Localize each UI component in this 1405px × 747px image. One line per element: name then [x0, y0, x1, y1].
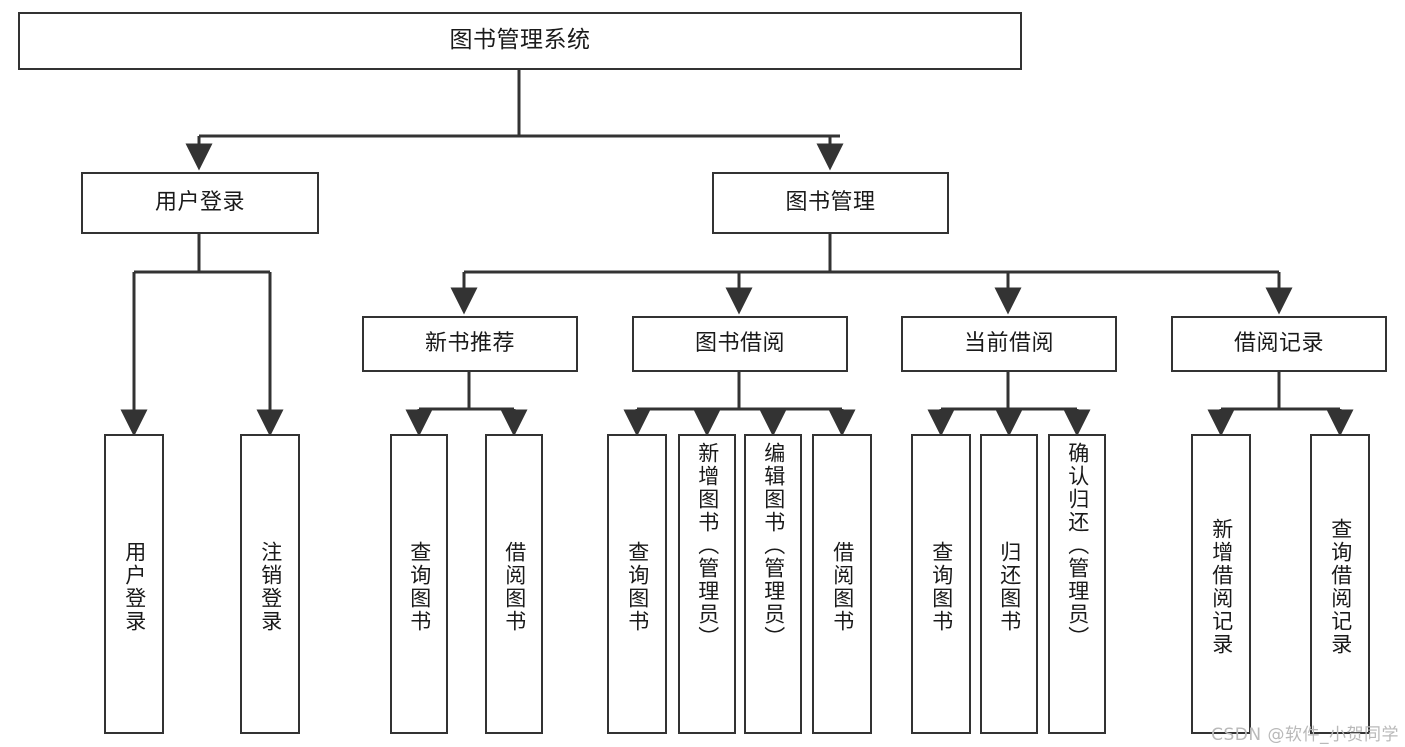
- node-user-login[interactable]: 用户登录: [81, 172, 319, 234]
- leaf-newbook-borrow-book[interactable]: 借阅图书: [485, 434, 543, 734]
- leaf-borrow-edit-book-label: 编辑图书（管理员）: [761, 442, 786, 649]
- leaf-current-query-book-label: 查询图书: [929, 541, 954, 633]
- leaf-current-return-book[interactable]: 归还图书: [980, 434, 1038, 734]
- node-book-borrow-label: 图书借阅: [694, 331, 785, 357]
- node-borrow-records-label: 借阅记录: [1233, 331, 1324, 357]
- node-book-manage[interactable]: 图书管理: [712, 172, 949, 234]
- leaf-newbook-query-book-label: 查询图书: [407, 541, 432, 633]
- node-current-borrow-label: 当前借阅: [963, 331, 1054, 357]
- leaf-user-login[interactable]: 用户登录: [104, 434, 164, 734]
- node-book-borrow[interactable]: 图书借阅: [632, 316, 848, 372]
- leaf-newbook-borrow-book-label: 借阅图书: [502, 541, 527, 633]
- leaf-logout[interactable]: 注销登录: [240, 434, 300, 734]
- leaf-newbook-query-book[interactable]: 查询图书: [390, 434, 448, 734]
- watermark: CSDN @软件_小贺同学: [1211, 725, 1399, 745]
- leaf-borrow-query-book[interactable]: 查询图书: [607, 434, 667, 734]
- leaf-borrow-edit-book[interactable]: 编辑图书（管理员）: [744, 434, 802, 734]
- leaf-logout-label: 注销登录: [258, 541, 283, 633]
- leaf-borrow-add-book-label: 新增图书（管理员）: [695, 442, 720, 649]
- leaf-current-confirm-return[interactable]: 确认归还（管理员）: [1048, 434, 1106, 734]
- node-borrow-records[interactable]: 借阅记录: [1171, 316, 1387, 372]
- node-new-book-recommend-label: 新书推荐: [424, 331, 515, 357]
- leaf-borrow-add-book[interactable]: 新增图书（管理员）: [678, 434, 736, 734]
- node-new-book-recommend[interactable]: 新书推荐: [362, 316, 578, 372]
- node-root-label: 图书管理系统: [449, 27, 591, 54]
- leaf-records-query-record-label: 查询借阅记录: [1328, 518, 1353, 656]
- node-current-borrow[interactable]: 当前借阅: [901, 316, 1117, 372]
- leaf-borrow-borrow-book[interactable]: 借阅图书: [812, 434, 872, 734]
- node-user-login-label: 用户登录: [154, 190, 245, 216]
- leaf-records-add-record-label: 新增借阅记录: [1209, 518, 1234, 656]
- leaf-current-query-book[interactable]: 查询图书: [911, 434, 971, 734]
- leaf-records-add-record[interactable]: 新增借阅记录: [1191, 434, 1251, 734]
- leaf-borrow-query-book-label: 查询图书: [625, 541, 650, 633]
- leaf-borrow-borrow-book-label: 借阅图书: [830, 541, 855, 633]
- leaf-current-confirm-return-label: 确认归还（管理员）: [1065, 442, 1090, 649]
- leaf-user-login-label: 用户登录: [122, 541, 147, 633]
- node-book-manage-label: 图书管理: [785, 190, 876, 216]
- leaf-records-query-record[interactable]: 查询借阅记录: [1310, 434, 1370, 734]
- node-root[interactable]: 图书管理系统: [18, 12, 1022, 70]
- leaf-current-return-book-label: 归还图书: [997, 541, 1022, 633]
